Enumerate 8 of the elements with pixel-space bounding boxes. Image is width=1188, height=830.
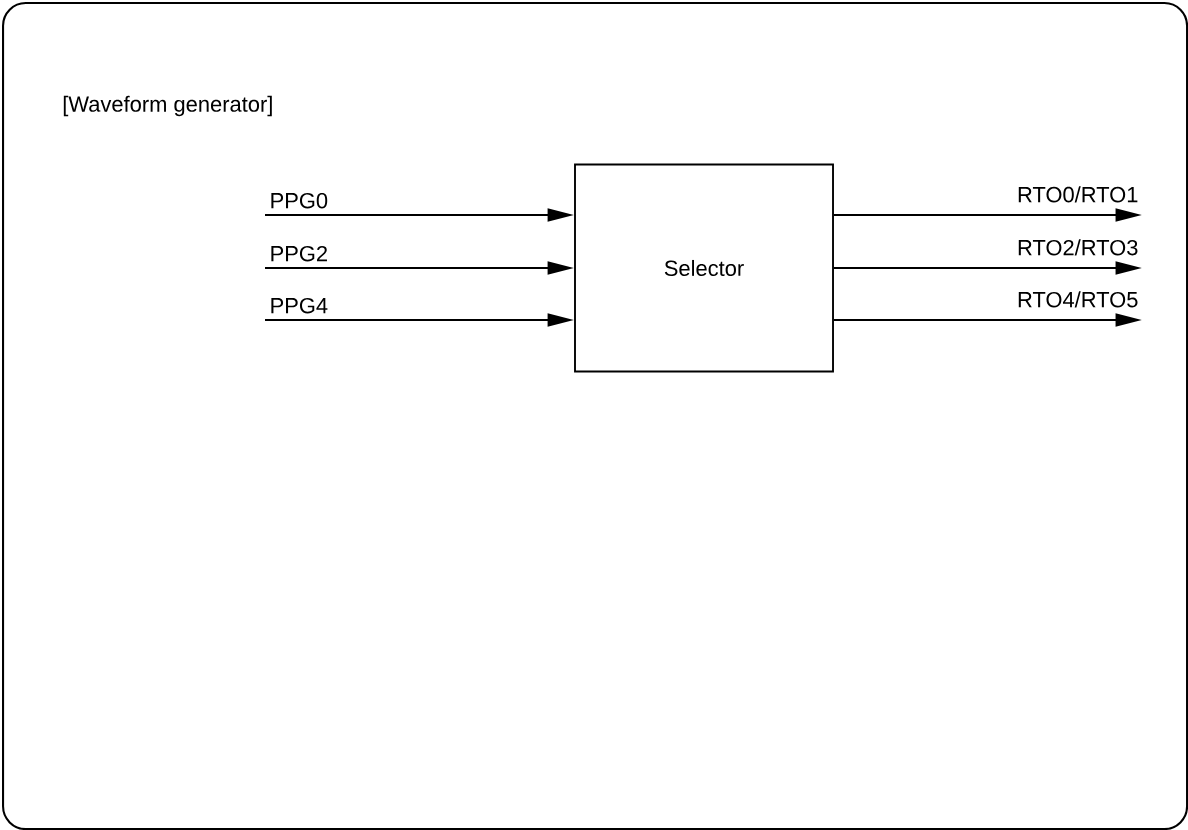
signal-label: RTO0/RTO1 [1018, 186, 1138, 203]
signal-label: RTO2/RTO3 [1018, 239, 1138, 256]
heading: [Waveform generator] [63, 95, 272, 117]
signal-label: PPG2 [271, 245, 327, 262]
signal-label: PPG0 [271, 192, 328, 209]
signal-label: PPG4 [271, 297, 328, 314]
selector-box: Selector [574, 163, 834, 373]
signal-label: RTO4/RTO5 [1018, 291, 1138, 308]
